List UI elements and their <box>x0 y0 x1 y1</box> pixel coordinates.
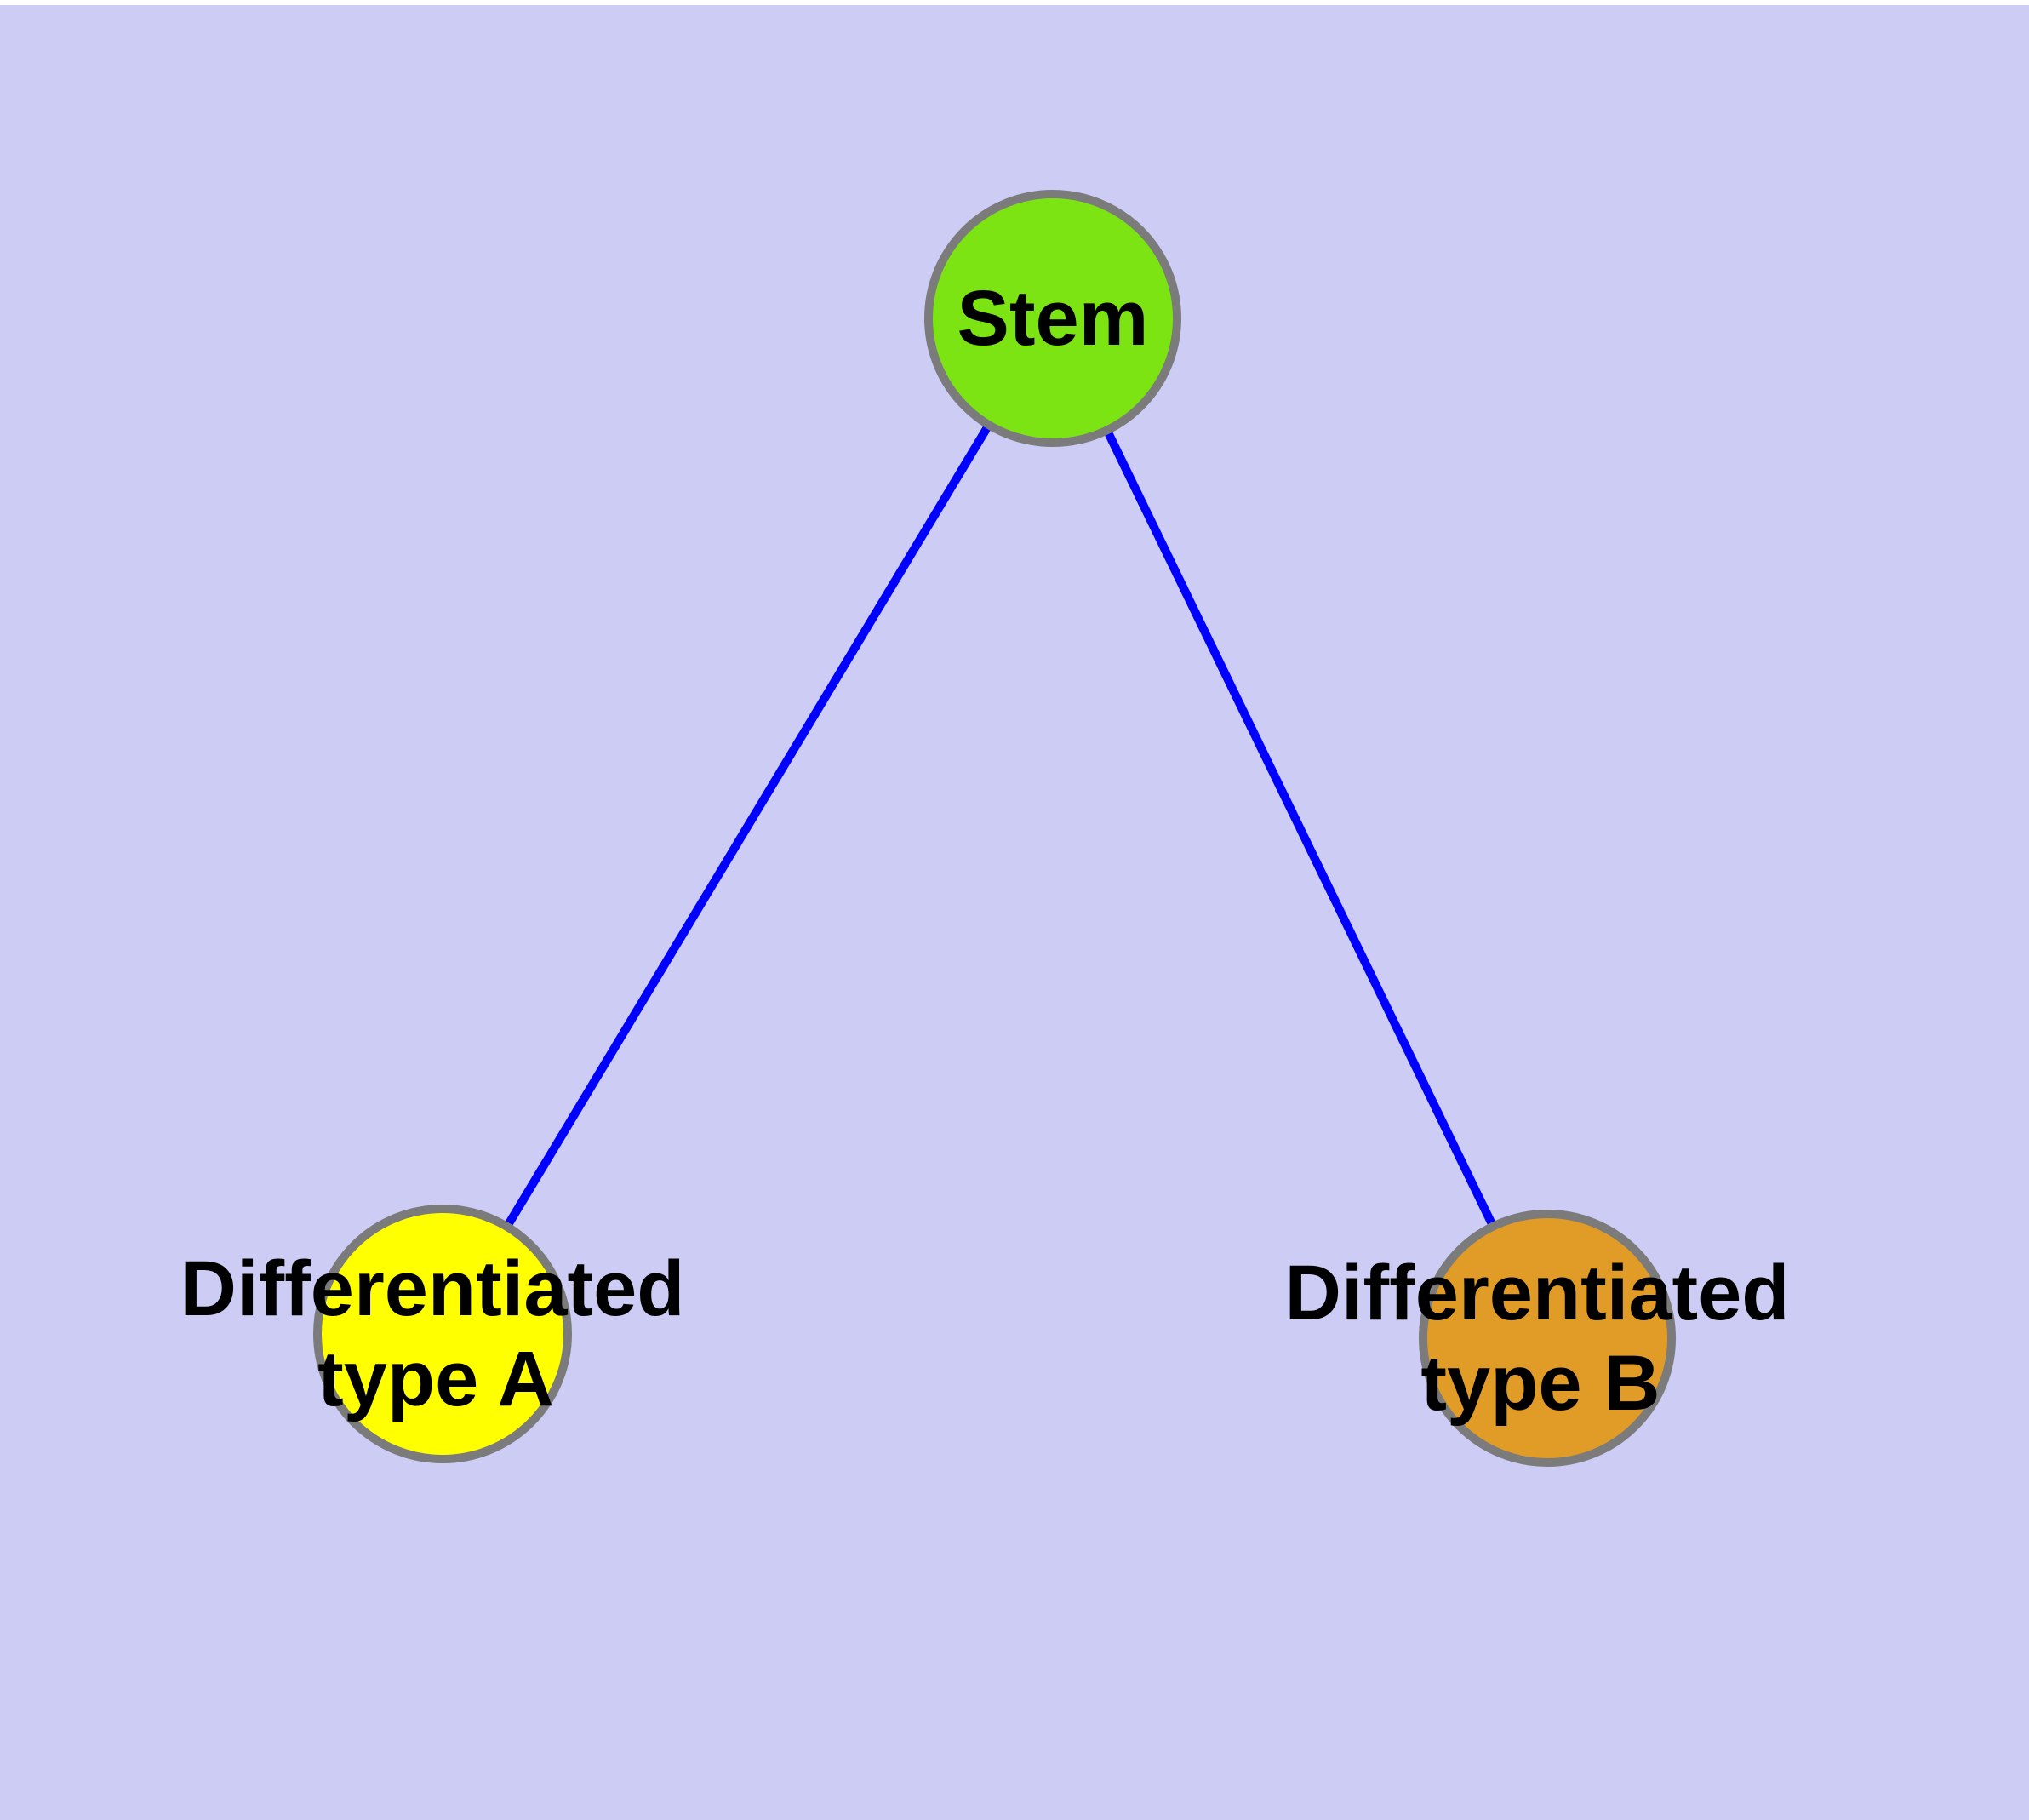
node-differentiated-type-b <box>1419 1210 1676 1467</box>
node-label-stem: Stem <box>957 275 1149 362</box>
node-stem <box>924 190 1181 447</box>
node-differentiated-type-a <box>313 1205 572 1463</box>
edge-stem-to-type-b <box>1049 316 1552 1341</box>
node-label-type-a-line2: type A <box>317 1336 554 1422</box>
edge-stem-to-type-a <box>438 316 1057 1336</box>
node-label-type-b-line1: Differentiated <box>1285 1250 1790 1336</box>
node-label-type-b-line2: type B <box>1420 1340 1660 1427</box>
node-label-type-a-line1: Differentiated <box>180 1245 685 1332</box>
